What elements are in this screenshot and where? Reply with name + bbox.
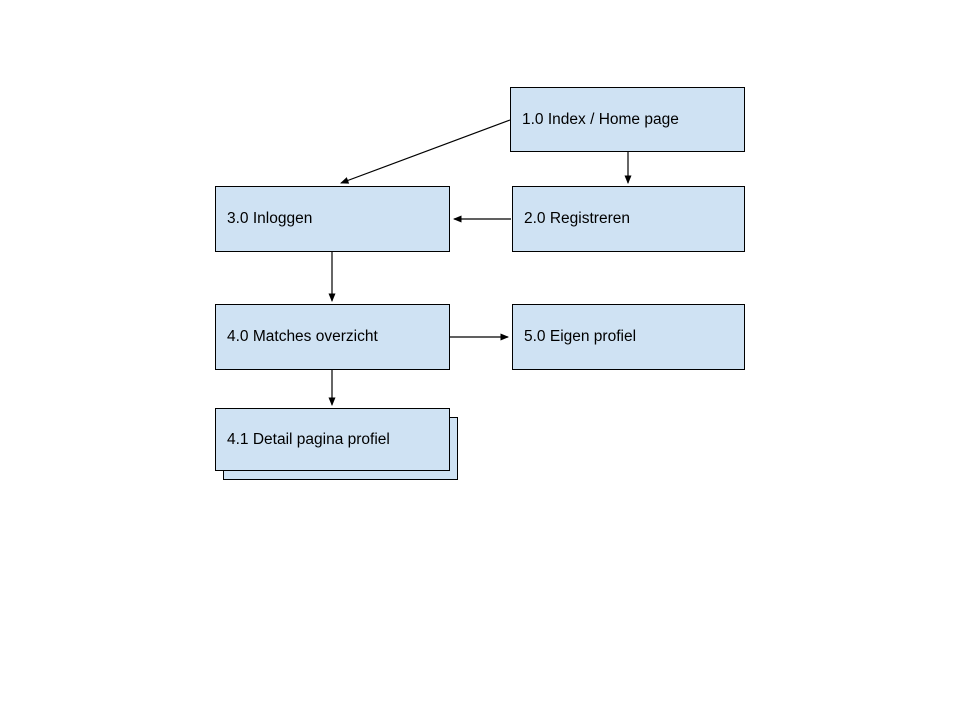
node-label: 1.0 Index / Home page — [522, 110, 679, 128]
node-index-home-page: 1.0 Index / Home page — [510, 87, 745, 152]
node-registreren: 2.0 Registreren — [512, 186, 745, 252]
edge-index-to-inloggen — [340, 119, 511, 184]
node-label: 4.0 Matches overzicht — [227, 328, 378, 345]
node-label: 3.0 Inloggen — [227, 210, 313, 227]
node-eigen-profiel: 5.0 Eigen profiel — [512, 304, 745, 370]
node-detail-pagina-profiel: 4.1 Detail pagina profiel — [215, 408, 450, 471]
node-inloggen: 3.0 Inloggen — [215, 186, 450, 252]
node-label: 5.0 Eigen profiel — [524, 328, 637, 345]
node-matches-overzicht: 4.0 Matches overzicht — [215, 304, 450, 370]
node-label: 4.1 Detail pagina profiel — [227, 430, 390, 448]
node-label: 2.0 Registreren — [524, 210, 630, 227]
